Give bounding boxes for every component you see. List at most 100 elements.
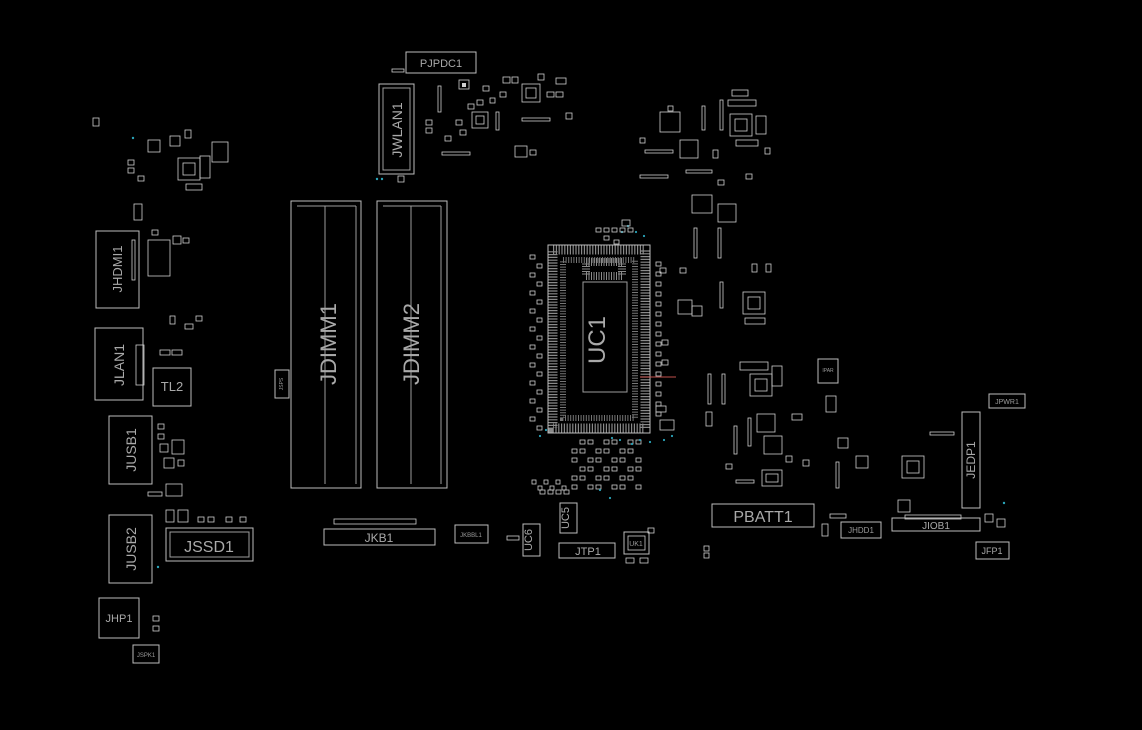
component-jfp1[interactable]: JFP1 — [975, 541, 1010, 560]
component-jkb1[interactable]: JKB1 — [323, 518, 436, 546]
component-jwlan1[interactable]: JWLAN1 — [375, 83, 415, 183]
passive-pad — [603, 235, 610, 241]
passive-pad — [635, 466, 642, 472]
cluster-cpu-passives — [529, 224, 674, 500]
via — [662, 438, 666, 442]
component-jhp1[interactable]: JHP1 — [98, 597, 160, 639]
component-jsps[interactable]: JSPS — [274, 369, 290, 399]
label-jkbbl1: JKBBL1 — [460, 533, 482, 539]
passive-pad — [529, 326, 536, 332]
via — [598, 488, 602, 492]
component-jiob1[interactable]: JIOB1 — [891, 514, 981, 532]
label-ipar: IPAR — [822, 368, 834, 374]
passive-pad — [655, 321, 662, 327]
passive-pad — [536, 317, 543, 323]
passive-pad — [611, 466, 618, 472]
component-jtp1[interactable]: JTP1 — [558, 542, 616, 559]
passive-pad — [529, 344, 536, 350]
passive-pad — [603, 448, 610, 454]
label-uc6: UC6 — [523, 529, 535, 551]
label-jpwr1: JPWR1 — [995, 399, 1019, 406]
passive-pad — [611, 484, 618, 490]
passive-pad — [655, 351, 662, 357]
label-uc5: UC5 — [560, 507, 572, 529]
component-jusb2[interactable]: JUSB2 — [108, 514, 160, 584]
label-jssd1: JSSD1 — [184, 539, 234, 556]
component-uc5[interactable]: UC5 — [559, 502, 578, 534]
component-jssd1[interactable]: JSSD1 — [165, 509, 254, 562]
cluster-top-center — [425, 73, 573, 158]
component-tl2[interactable]: TL2 — [152, 367, 192, 407]
component-jdimm2[interactable]: JDIMM2 — [376, 200, 448, 489]
component-jkbbl1[interactable]: JKBBL1 — [454, 524, 489, 544]
via — [544, 428, 548, 432]
label-jfp1: JFP1 — [981, 546, 1002, 556]
via — [608, 496, 612, 500]
label-jusb1: JUSB1 — [123, 428, 139, 472]
component-uc1[interactable]: UC1 — [547, 244, 676, 434]
component-jedp1[interactable]: JEDP1 — [961, 411, 981, 509]
passive-pad — [529, 272, 536, 278]
passive-pad — [587, 466, 594, 472]
passive-pad — [563, 489, 570, 495]
cluster-left-top — [92, 117, 229, 191]
passive-pad — [655, 301, 662, 307]
component-jdimm1[interactable]: JDIMM1 — [290, 200, 362, 489]
passive-pad — [587, 457, 594, 463]
component-jlan1[interactable]: JLAN1 — [94, 315, 203, 401]
passive-pad — [595, 227, 602, 233]
component-ipar[interactable]: IPAR — [817, 358, 839, 384]
via — [610, 436, 614, 440]
passive-pad — [603, 466, 610, 472]
label-jhp1: JHP1 — [106, 613, 133, 625]
label-pjpdc1: PJPDC1 — [420, 58, 462, 70]
passive-pad — [529, 380, 536, 386]
passive-pad — [655, 331, 662, 337]
label-uk1: UK1 — [629, 541, 643, 548]
passive-pad — [555, 489, 562, 495]
passive-pad — [536, 353, 543, 359]
component-pbatt1[interactable]: PBATT1 — [711, 503, 815, 528]
via — [634, 230, 638, 234]
passive-pad — [579, 466, 586, 472]
label-jiob1: JIOB1 — [922, 521, 950, 532]
passive-pad — [619, 227, 626, 233]
passive-pad — [611, 439, 618, 445]
via — [618, 438, 622, 442]
via — [648, 440, 652, 444]
passive-pad — [655, 341, 662, 347]
passive-pad — [536, 425, 543, 431]
label-jedp1: JEDP1 — [964, 441, 978, 479]
passive-pad — [536, 407, 543, 413]
passive-pad — [536, 371, 543, 377]
component-jusb1[interactable]: JUSB1 — [108, 415, 185, 497]
passive-pad — [655, 271, 662, 277]
passive-pad — [655, 411, 662, 417]
component-jhdmi1[interactable]: JHDMI1 — [95, 203, 190, 309]
component-jspk1[interactable]: JSPK1 — [132, 644, 160, 664]
passive-pad — [655, 361, 662, 367]
component-jpwr1[interactable]: JPWR1 — [988, 393, 1026, 409]
passive-pad — [627, 448, 634, 454]
component-uk1[interactable]: UK1 — [623, 527, 710, 564]
passive-pad — [531, 479, 537, 485]
passive-pad — [529, 290, 536, 296]
passive-pad — [536, 335, 543, 341]
passive-pad — [613, 239, 620, 245]
passive-pad — [655, 291, 662, 297]
label-uc1: UC1 — [584, 316, 611, 364]
passive-pad — [655, 311, 662, 317]
component-pjpdc1[interactable]: PJPDC1 — [391, 51, 477, 74]
passive-pad — [603, 227, 610, 233]
component-jhdd1[interactable]: JHDD1 — [840, 521, 882, 539]
passive-pad — [595, 484, 602, 490]
passive-pad — [611, 457, 618, 463]
passive-pad — [627, 439, 634, 445]
passive-pad — [655, 281, 662, 287]
passive-pad — [611, 227, 618, 233]
passive-pad — [619, 457, 626, 463]
passive-pad — [655, 371, 662, 377]
passive-pad — [529, 362, 536, 368]
component-uc6[interactable]: UC6 — [506, 523, 541, 557]
